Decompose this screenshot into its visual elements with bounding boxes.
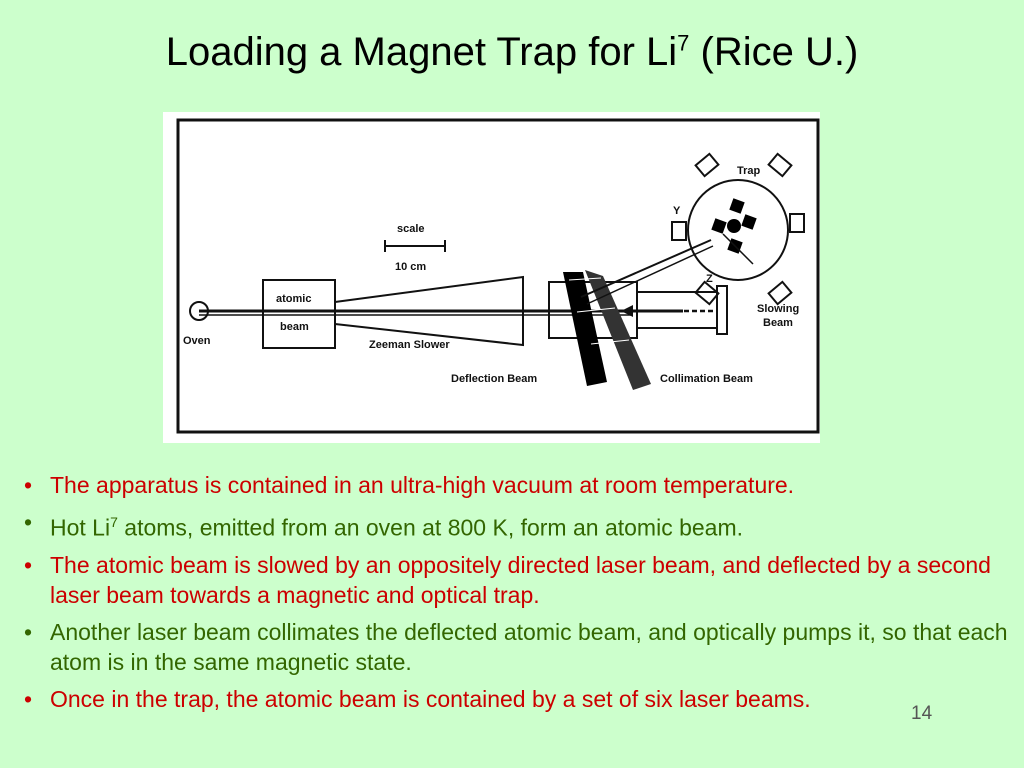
diagram-frame bbox=[176, 118, 820, 434]
z-axis-label: Z bbox=[706, 273, 713, 285]
apparatus-svg: Oven atomic beam Zeeman Slower scale 10 … bbox=[176, 118, 820, 434]
y-axis-label: Y bbox=[673, 205, 681, 217]
bullet-text: The apparatus is contained in an ultra-h… bbox=[50, 472, 795, 498]
deflection-label: Deflection Beam bbox=[451, 373, 537, 385]
bullet-dot: • bbox=[23, 685, 33, 712]
zeeman-label: Zeeman Slower bbox=[369, 339, 450, 351]
scale-title-label: scale bbox=[397, 223, 425, 235]
bullet-text: The atomic beam is slowed by an opposite… bbox=[50, 551, 991, 608]
scale-value-label: 10 cm bbox=[395, 261, 426, 273]
bullet-dot: • bbox=[23, 472, 33, 498]
bullet-text: Another laser beam collimates the deflec… bbox=[50, 618, 1008, 675]
slide-number: 14 bbox=[911, 703, 933, 724]
bullet-text: Once in the trap, the atomic beam is con… bbox=[50, 685, 811, 712]
deflection-beam-wedge bbox=[563, 272, 607, 386]
slowing-beam-endcap bbox=[716, 285, 728, 335]
bullet-item: • Hot Li7 atoms, emitted from an oven at… bbox=[18, 507, 1018, 543]
bullet-superscript: 7 bbox=[110, 514, 118, 530]
bullet-item: • The apparatus is contained in an ultra… bbox=[18, 470, 1018, 500]
title-superscript: 7 bbox=[677, 30, 690, 56]
bullet-dot: • bbox=[23, 551, 33, 578]
slowing-label-2: Beam bbox=[763, 317, 793, 329]
beam-label: beam bbox=[280, 321, 309, 333]
oven-label: Oven bbox=[183, 335, 211, 347]
bullet-item: • Another laser beam collimates the defl… bbox=[18, 617, 1018, 677]
trap-core bbox=[711, 198, 757, 254]
trap-label: Trap bbox=[737, 165, 761, 177]
bullet-text-post: atoms, emitted from an oven at 800 K, fo… bbox=[117, 514, 744, 541]
bullet-dot: • bbox=[23, 509, 33, 535]
deflected-beam-line bbox=[580, 239, 712, 298]
collimation-label: Collimation Beam bbox=[660, 373, 753, 385]
title-suffix: (Rice U.) bbox=[689, 30, 859, 74]
collimation-beam-band bbox=[585, 270, 651, 390]
bullet-item: • The atomic beam is slowed by an opposi… bbox=[18, 550, 1018, 610]
apparatus-diagram: Oven atomic beam Zeeman Slower scale 10 … bbox=[163, 112, 820, 443]
title-text: Loading a Magnet Trap for Li bbox=[165, 30, 678, 74]
atomic-label: atomic bbox=[276, 293, 311, 305]
bullet-item: • Once in the trap, the atomic beam is c… bbox=[18, 684, 1018, 714]
slide-title: Loading a Magnet Trap for Li7 (Rice U.) bbox=[0, 30, 1024, 75]
slowing-label-1: Slowing bbox=[757, 303, 799, 315]
trap-shape bbox=[671, 152, 805, 306]
atomic-beam-box bbox=[262, 279, 336, 349]
bullet-list: • The apparatus is contained in an ultra… bbox=[18, 470, 1018, 721]
bullet-dot: • bbox=[23, 618, 33, 645]
bullet-text-pre: Hot Li bbox=[50, 514, 111, 541]
